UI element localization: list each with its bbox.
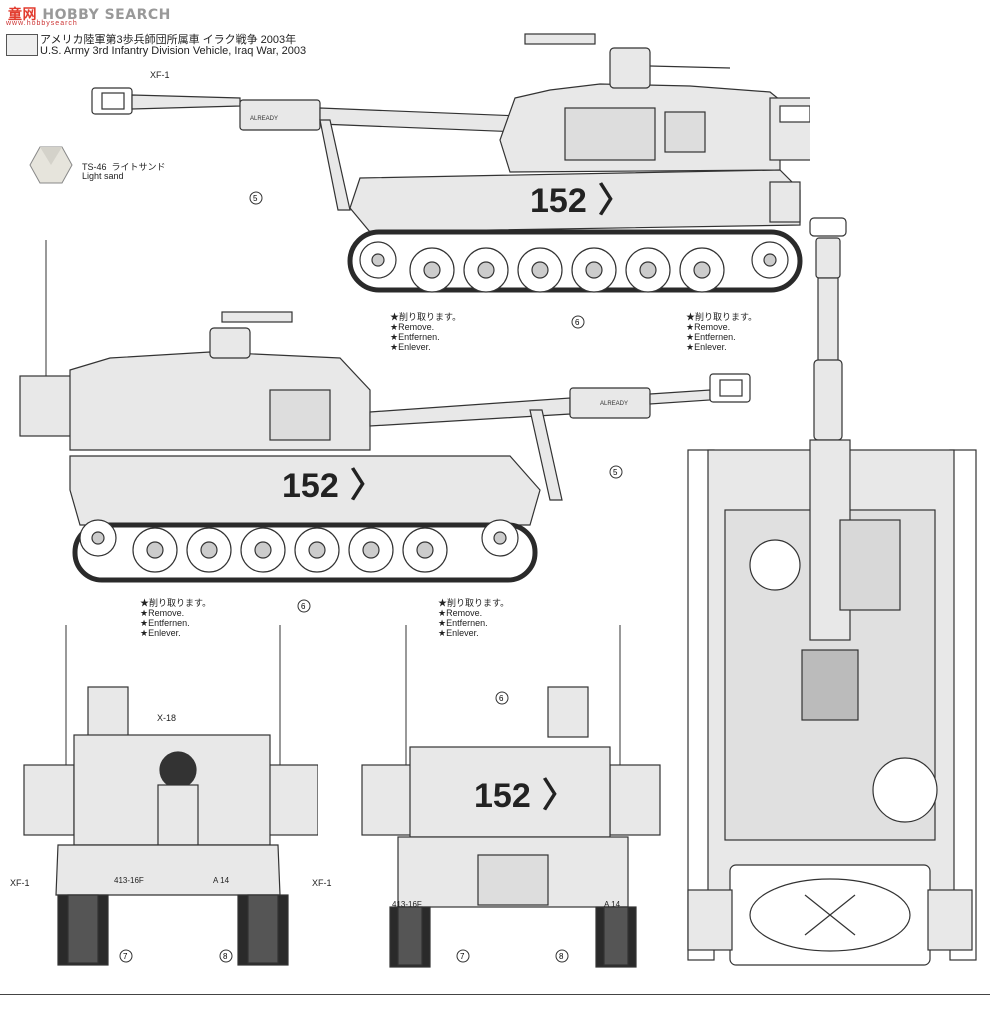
remove-note-en: ★Remove. <box>686 322 731 332</box>
paint-swatch-icon <box>29 146 73 184</box>
side-view-left: ALREADY 152 〉 <box>91 33 810 293</box>
plate-front-left: 413-16F <box>114 876 144 885</box>
vehicle-number-top: 152 <box>530 182 587 220</box>
callout-6-rear: 6 <box>495 691 509 705</box>
remove-note-mid-right: ★削り取ります。 ★Remove. ★Entfernen. ★Enlever. <box>438 598 509 638</box>
paint-xf1-top: XF-1 <box>150 70 170 80</box>
remove-note-jp: ★削り取ります。 <box>140 598 212 608</box>
watermark-sub: www.hobbysearch <box>6 20 78 27</box>
chevron-2: 〉 <box>350 467 384 505</box>
plate-rear-right: A 14 <box>604 900 621 909</box>
side-view-right: ALREADY 152 〉 <box>19 240 751 583</box>
plate-rear-left: 413-16F <box>392 900 422 909</box>
callout-8-front: 8 <box>219 949 233 963</box>
chevron-rear: 〉 <box>542 777 576 815</box>
paint-ts46-en: Light sand <box>82 171 124 181</box>
remove-note-de: ★Entfernen. <box>140 618 190 628</box>
paint-ts46-code: TS-46 <box>82 162 107 172</box>
callout-5-mid-text: 5 <box>613 468 618 477</box>
remove-note-en: ★Remove. <box>438 608 483 618</box>
watermark-brand-en: HOBBY SEARCH <box>42 7 171 23</box>
remove-note-jp: ★削り取ります。 <box>438 598 510 608</box>
callout-8-rear: 8 <box>555 949 569 963</box>
callout-5-mid: 5 <box>609 465 623 479</box>
rear-view: 152 〉 413-16F A 14 <box>361 625 661 968</box>
remove-note-de: ★Entfernen. <box>390 332 440 342</box>
watermark-brand-cn: 童网 <box>8 7 37 23</box>
remove-note-fr: ★Enlever. <box>140 628 181 638</box>
front-view: 413-16F A 14 <box>23 625 318 966</box>
vehicle-number-2: 152 <box>282 467 339 505</box>
remove-note-fr: ★Enlever. <box>438 628 479 638</box>
callout-6-top-text: 6 <box>575 318 580 327</box>
remove-note-top-right: ★削り取ります。 ★Remove. ★Entfernen. ★Enlever. <box>686 312 757 352</box>
top-view <box>687 217 977 966</box>
already-marking-2: ALREADY <box>600 401 628 407</box>
remove-note-jp: ★削り取ります。 <box>686 312 758 322</box>
title-english: U.S. Army 3rd Infantry Division Vehicle,… <box>40 45 307 57</box>
callout-6-mid: 6 <box>297 599 311 613</box>
callout-7-rear-text: 7 <box>460 952 465 961</box>
title-japanese: アメリカ陸軍第3歩兵師団所属車 イラク戦争 2003年 <box>40 34 297 46</box>
remove-note-de: ★Entfernen. <box>686 332 736 342</box>
paint-ts46-label: TS-46 ライトサンド <box>82 160 166 173</box>
remove-note-jp: ★削り取ります。 <box>390 312 462 322</box>
paint-x18: X-18 <box>157 713 177 723</box>
callout-6-top: 6 <box>571 315 585 329</box>
road-wheels <box>359 241 789 293</box>
plate-front-right: A 14 <box>213 876 230 885</box>
vehicle-number-rear: 152 <box>474 777 531 815</box>
paint-xf1-front-right: XF-1 <box>312 878 332 888</box>
callout-8-front-text: 8 <box>223 952 228 961</box>
remove-note-de: ★Entfernen. <box>438 618 488 628</box>
remove-note-en: ★Remove. <box>390 322 435 332</box>
remove-note-mid-left: ★削り取ります。 ★Remove. ★Entfernen. ★Enlever. <box>140 598 211 638</box>
callout-7-rear: 7 <box>456 949 470 963</box>
road-wheels-2 <box>79 519 519 573</box>
callout-5-top: 5 <box>249 191 263 205</box>
remove-note-fr: ★Enlever. <box>686 342 727 352</box>
callout-6-rear-text: 6 <box>499 694 504 703</box>
callout-5-top-text: 5 <box>253 194 258 203</box>
paint-ts46-jp: ライトサンド <box>111 162 166 172</box>
chevron-top: 〉 <box>598 182 632 220</box>
bottom-rule <box>0 994 990 995</box>
title-badge <box>6 34 38 56</box>
callout-7-front-text: 7 <box>123 952 128 961</box>
callout-8-rear-text: 8 <box>559 952 564 961</box>
remove-note-en: ★Remove. <box>140 608 185 618</box>
already-marking-top: ALREADY <box>250 116 278 122</box>
callout-7-front: 7 <box>119 949 133 963</box>
watermark-logo: 童网 HOBBY SEARCH <box>8 4 171 24</box>
remove-note-top-left: ★削り取ります。 ★Remove. ★Entfernen. ★Enlever. <box>390 312 461 352</box>
remove-note-fr: ★Enlever. <box>390 342 431 352</box>
callout-6-mid-text: 6 <box>301 602 306 611</box>
paint-xf1-front-left: XF-1 <box>10 878 30 888</box>
